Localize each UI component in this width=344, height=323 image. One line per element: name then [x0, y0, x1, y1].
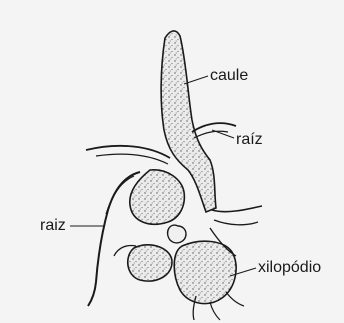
small-root-c [210, 302, 220, 320]
middle-tuber [168, 225, 186, 243]
lower-left-lobe [128, 245, 172, 281]
root-label-left: raiz [40, 218, 66, 234]
small-root-d [226, 292, 244, 306]
root-label-right: raíz [236, 132, 263, 148]
xylopodium-body [130, 170, 185, 224]
upper-right-root-2 [194, 131, 228, 138]
right-base-root [212, 206, 262, 212]
left-horizontal-root-2 [96, 154, 168, 164]
stem-label: caule [210, 68, 248, 84]
xylopodium-mass [174, 241, 236, 303]
right-base-root-2 [214, 220, 258, 225]
xylopodium-label: xilopódio [258, 260, 321, 276]
